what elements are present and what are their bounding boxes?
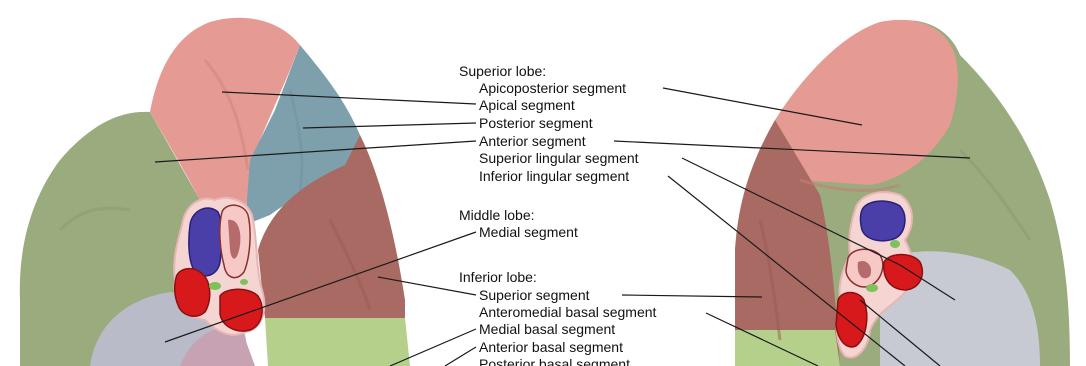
left-pulmonary-vein — [861, 201, 905, 241]
label-inferior-lingular-segment: Inferior lingular segment — [479, 168, 629, 184]
heading-middle-lobe: Middle lobe: — [459, 207, 535, 223]
label-apicoposterior-segment: Apicoposterior segment — [479, 80, 626, 96]
label-medial-segment: Medial segment — [479, 224, 578, 240]
heading-superior-lobe: Superior lobe: — [459, 63, 546, 79]
heading-inferior-lobe: Inferior lobe: — [459, 269, 537, 285]
right-basal-green — [265, 318, 410, 366]
label-anterior-basal-segment: Anterior basal segment — [479, 339, 623, 355]
label-posterior-segment: Posterior segment — [479, 115, 593, 131]
left-pulmonary-artery-b — [836, 293, 867, 347]
label-anteromedial-basal-segment: Anteromedial basal segment — [479, 304, 656, 320]
leader-anterior-basal — [445, 347, 476, 366]
label-anterior-segment: Anterior segment — [479, 133, 586, 149]
label-posterior-basal-segment: Posterior basal segment — [479, 356, 630, 366]
label-superior-lingular-segment: Superior lingular segment — [479, 150, 639, 166]
right-pulmonary-vein — [189, 208, 222, 276]
label-superior-segment: Superior segment — [479, 287, 590, 303]
right-lung — [20, 18, 410, 366]
label-medial-basal-segment: Medial basal segment — [479, 321, 615, 337]
label-apical-segment: Apical segment — [479, 97, 575, 113]
right-pulmonary-artery-a — [175, 269, 210, 317]
left-lung — [735, 20, 1070, 366]
left-inferior-lingular-segment — [735, 330, 840, 366]
